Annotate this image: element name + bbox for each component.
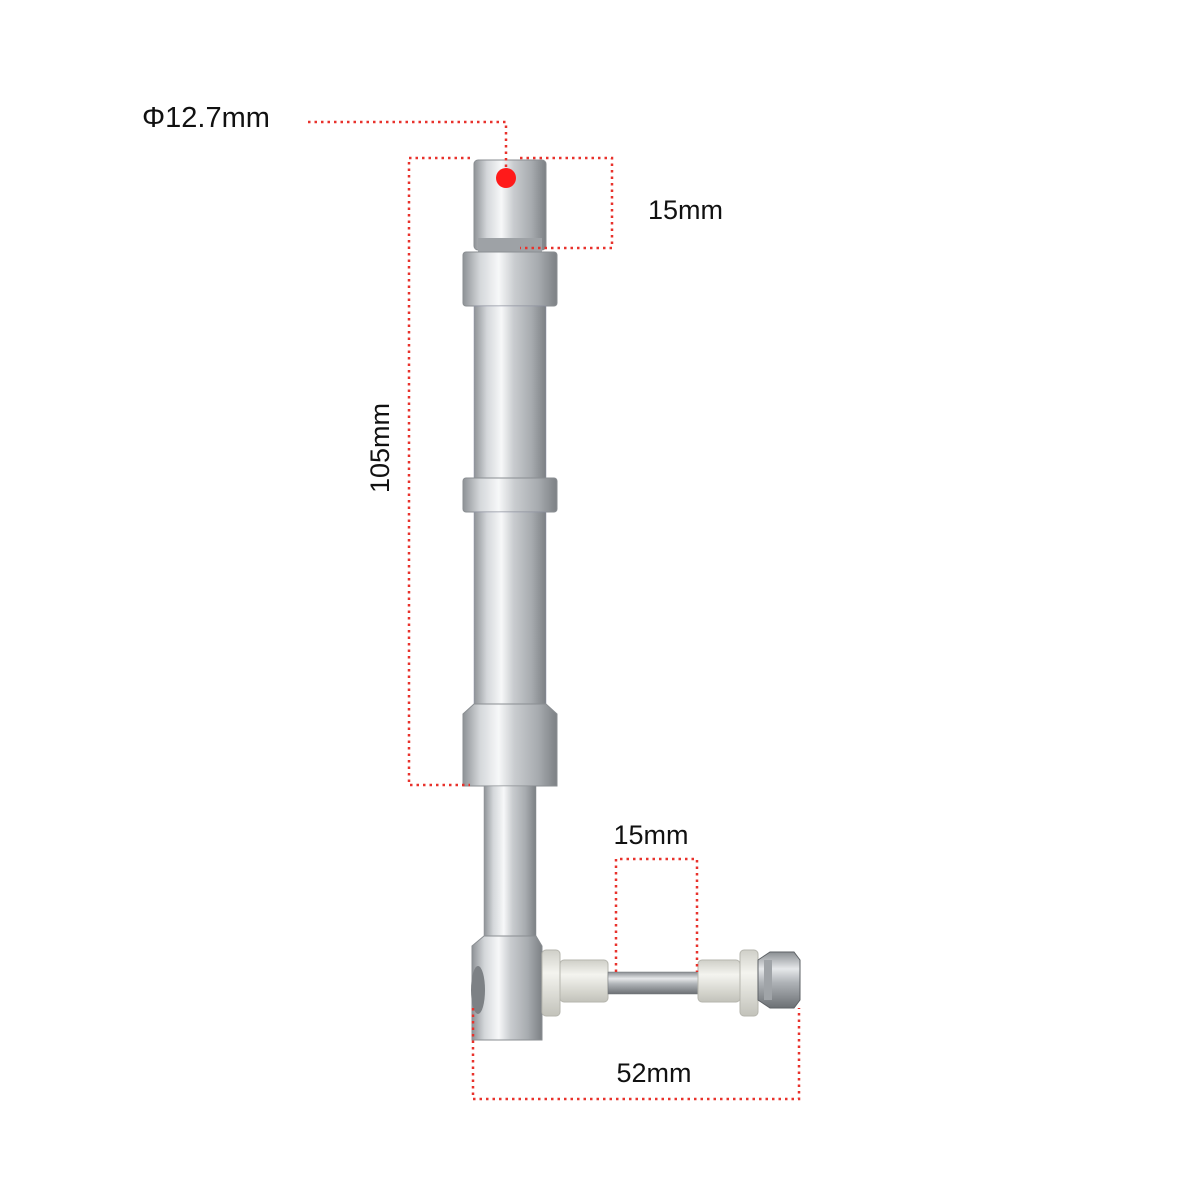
shaft-length-label: 105mm [365, 403, 395, 493]
bolt-total-bracket [471, 1008, 801, 1101]
diameter-label: Φ12.7mm [142, 102, 270, 134]
spigot-shaft [462, 159, 558, 1041]
tip-length-label: 15mm [648, 195, 723, 225]
tip-length-bracket [520, 156, 614, 250]
side-bolt [541, 949, 801, 1017]
dimension-lines [308, 120, 801, 1101]
shaft-length-bracket [407, 156, 470, 787]
bolt-gap-bracket [614, 857, 699, 972]
bolt-gap-label: 15mm [613, 820, 688, 850]
bolt-total-label: 52mm [616, 1058, 691, 1088]
diameter-leader-line [308, 120, 508, 170]
center-marker-dot [496, 168, 516, 188]
